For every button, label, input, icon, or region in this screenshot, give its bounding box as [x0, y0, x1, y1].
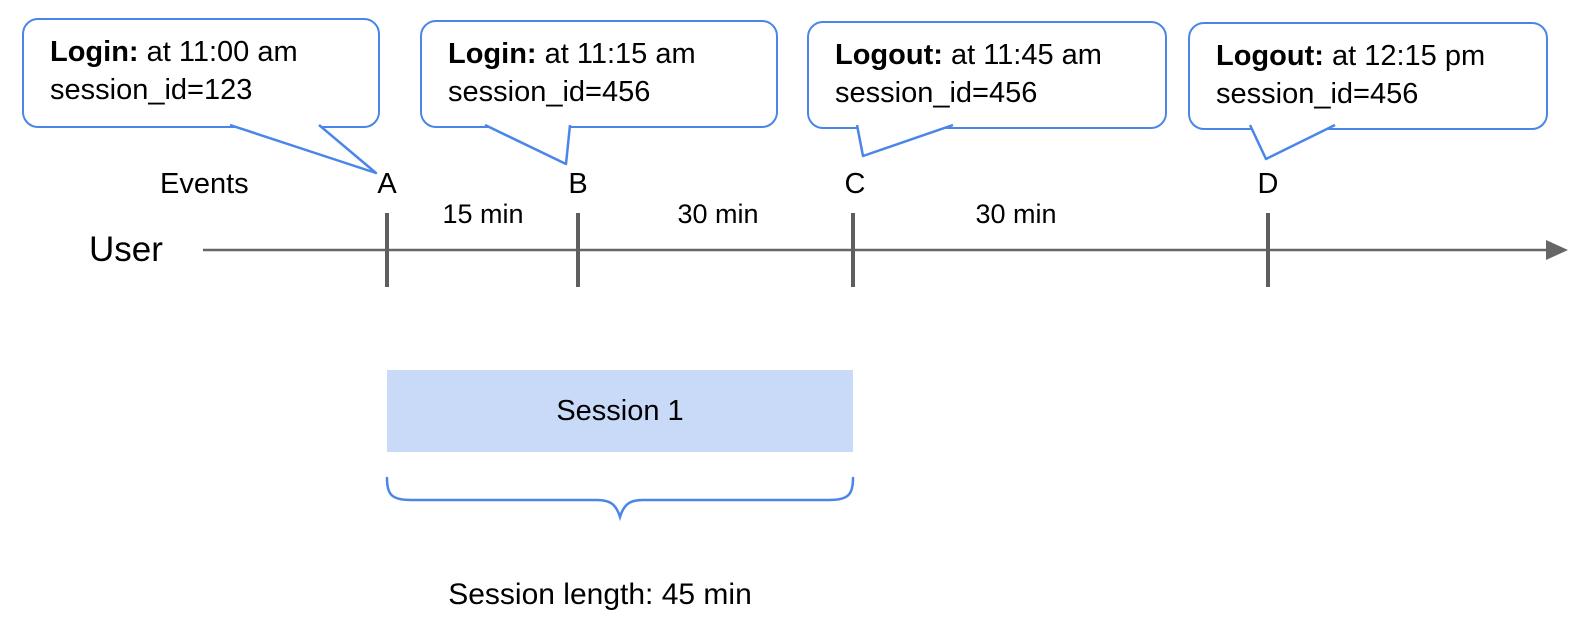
event-time: at 11:15 am — [536, 38, 696, 70]
timeline-arrowhead-icon — [1546, 240, 1568, 260]
marker-d: D — [1257, 168, 1279, 200]
callout-line-2: session_id=123 — [50, 74, 253, 106]
interval-b-c: 30 min — [677, 199, 759, 229]
callout-tail-d — [1248, 123, 1336, 161]
session-1-box: Session 1 — [387, 370, 853, 452]
callout-login-a: Login: at 11:00 am session_id=123 — [22, 18, 380, 128]
event-type: Login: — [50, 36, 139, 68]
session-length-brace — [385, 476, 855, 522]
event-type: Logout: — [835, 39, 943, 71]
callout-logout-d: Logout: at 12:15 pm session_id=456 — [1188, 22, 1548, 130]
callout-tail-a — [229, 123, 378, 175]
session-1-label: Session 1 — [556, 394, 684, 427]
callout-logout-c: Logout: at 11:45 am session_id=456 — [807, 21, 1167, 129]
marker-a: A — [377, 168, 397, 200]
event-type: Logout: — [1216, 40, 1324, 72]
callout-line-1: Logout: at 11:45 am — [835, 36, 1147, 74]
event-time: at 11:00 am — [138, 36, 298, 68]
callout-login-b: Login: at 11:15 am session_id=456 — [420, 20, 778, 128]
callout-line-1: Logout: at 12:15 pm — [1216, 37, 1528, 75]
event-type: Login: — [448, 38, 537, 70]
marker-b: B — [568, 168, 588, 200]
marker-c: C — [844, 168, 866, 200]
interval-c-d: 30 min — [975, 199, 1057, 229]
callout-line-1: Login: at 11:00 am — [50, 33, 360, 71]
callout-tail-c — [855, 123, 954, 158]
callout-line-2: session_id=456 — [1216, 78, 1419, 110]
callout-line-2: session_id=456 — [448, 76, 651, 108]
events-row-label: Events — [160, 168, 249, 200]
callout-line-1: Login: at 11:15 am — [448, 35, 758, 73]
interval-a-b: 15 min — [442, 199, 524, 229]
event-time: at 12:15 pm — [1323, 40, 1486, 72]
user-axis-label: User — [89, 230, 163, 269]
session-length-label: Session length: 45 min — [448, 578, 752, 611]
callout-tail-b — [484, 123, 572, 166]
callout-line-2: session_id=456 — [835, 77, 1038, 109]
event-time: at 11:45 am — [942, 39, 1102, 71]
